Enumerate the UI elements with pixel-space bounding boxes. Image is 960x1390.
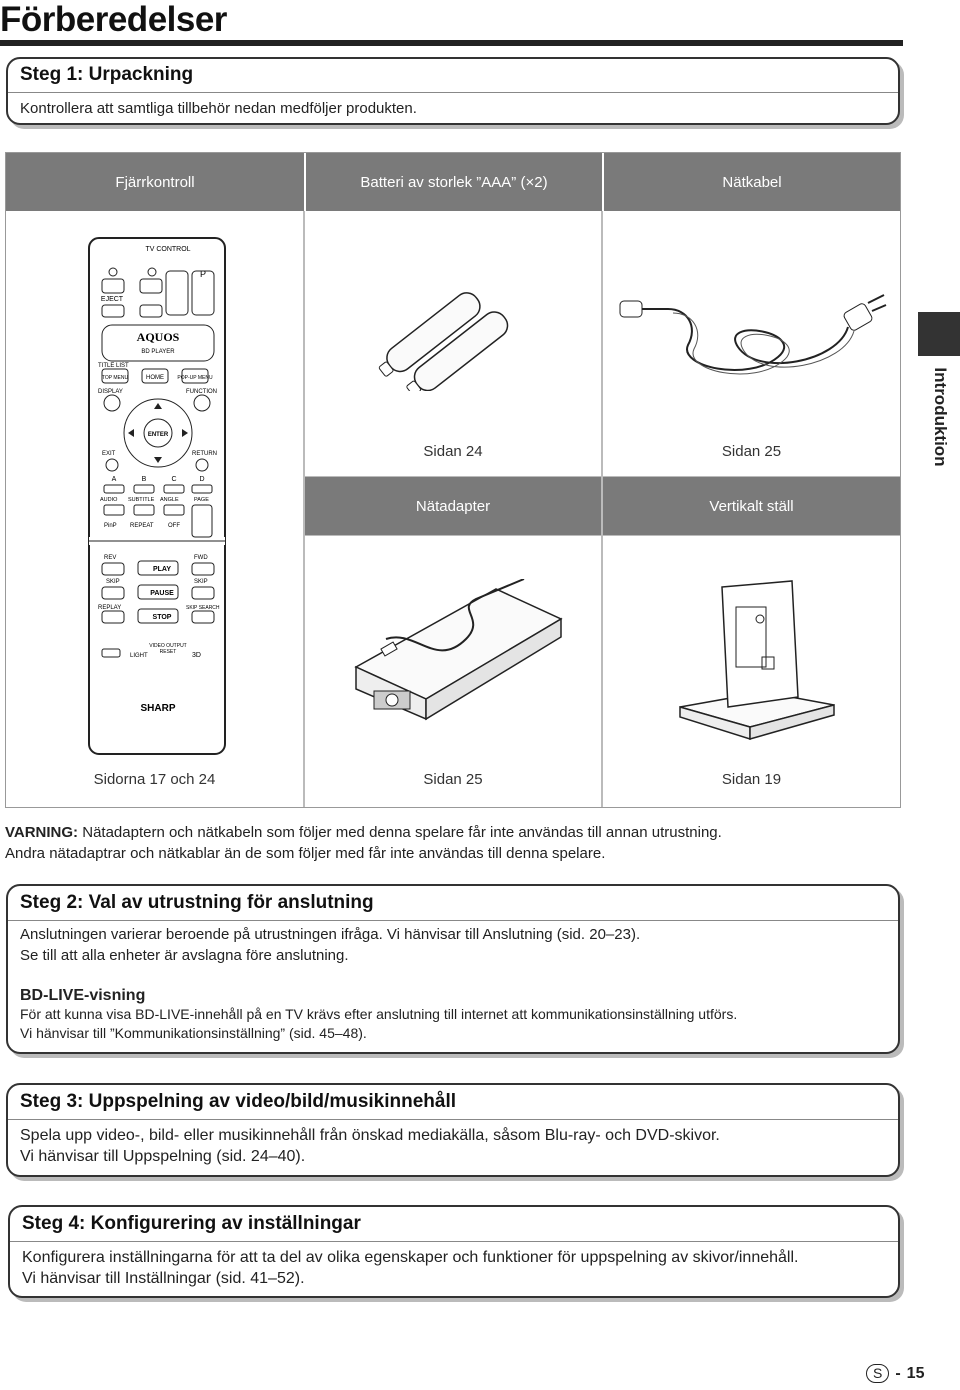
page-title: Förberedelser <box>0 0 227 39</box>
remote-exit: EXIT <box>102 451 116 457</box>
remote-b: B <box>142 476 147 483</box>
power-cord-illustration <box>619 294 887 375</box>
remote-skip-right: SKIP <box>194 579 208 585</box>
step3-divider <box>8 1119 898 1120</box>
warning-label: VARNING: <box>5 824 79 841</box>
remote-brand: AQUOS <box>137 330 180 344</box>
remote-c: C <box>171 476 176 483</box>
remote-maker: SHARP <box>140 703 175 714</box>
step4-box: Steg 4: Konfigurering av inställningar K… <box>8 1205 900 1298</box>
remote-light: LIGHT <box>130 653 148 659</box>
step1-text: Kontrollera att samtliga tillbehör nedan… <box>20 100 417 117</box>
divider-col1 <box>303 211 305 807</box>
caption-battery: Sidan 24 <box>423 443 483 460</box>
header-battery: Batteri av storlek ”AAA” (×2) <box>306 153 602 211</box>
title-rule <box>0 40 903 46</box>
remote-sub: BD PLAYER <box>141 349 175 355</box>
language-badge: S <box>866 1364 890 1383</box>
step2-line1: Anslutningen varierar beroende på utrust… <box>20 926 641 943</box>
remote-control-illustration: TV CONTROL P EJECT AQUOS BD PLAYER TITLE… <box>88 237 226 755</box>
step4-title: Steg 4: Konfigurering av inställningar <box>22 1213 361 1234</box>
remote-function: FUNCTION <box>186 389 217 395</box>
remote-skip-search: SKIP SEARCH <box>186 605 220 611</box>
remote-return: RETURN <box>192 451 217 457</box>
header-power-cord: Nätkabel <box>604 153 900 211</box>
warning-text: VARNING: Nätadaptern och nätkabeln som f… <box>5 822 885 864</box>
remote-display: DISPLAY <box>98 389 123 395</box>
step1-divider <box>8 92 898 93</box>
remote-off: OFF <box>168 523 180 529</box>
remote-replay: REPLAY <box>98 605 121 611</box>
caption-vertical-stand: Sidan 19 <box>721 771 782 788</box>
step2-divider <box>8 920 898 921</box>
page-number-value: 15 <box>906 1364 925 1382</box>
remote-skip-left: SKIP <box>106 579 120 585</box>
remote-pinp: PinP <box>104 523 117 529</box>
step2-subtitle: BD-LIVE-visning <box>20 987 146 1004</box>
warning-line2: Andra nätadaptrar och nätkablar än de so… <box>5 845 606 862</box>
remote-title-list: TITLE LIST <box>98 363 129 369</box>
remote-popup-menu: POP-UP MENU <box>177 375 213 381</box>
section-tab-marker <box>918 312 960 356</box>
page-number: S - 15 <box>866 1364 924 1383</box>
remote-fwd: FWD <box>194 555 208 561</box>
svg-text:P: P <box>200 269 206 279</box>
remote-a: A <box>112 476 117 483</box>
header-vertical-stand: Vertikalt ställ <box>603 477 900 535</box>
step4-line1: Konfigurera inställningarna för att ta d… <box>22 1249 799 1266</box>
vertical-stand-illustration <box>679 580 835 741</box>
section-tab-label: Introduktion <box>931 367 950 467</box>
remote-top-menu: TOP MENU <box>102 375 129 381</box>
remote-reset: RESET <box>160 649 177 655</box>
caption-ac-adapter: Sidan 25 <box>423 771 483 788</box>
step4-line2: Vi hänvisar till Inställningar (sid. 41–… <box>22 1270 305 1287</box>
page-separator: - <box>895 1364 901 1382</box>
battery-illustration <box>378 292 509 391</box>
step2-sub-line1: För att kunna visa BD-LIVE-innehåll på e… <box>20 1006 738 1022</box>
remote-stop: STOP <box>153 614 172 621</box>
remote-3d: 3D <box>192 652 201 659</box>
remote-enter: ENTER <box>148 432 169 438</box>
remote-tv-control: TV CONTROL <box>145 246 190 253</box>
step2-box: Steg 2: Val av utrustning för anslutning… <box>6 884 900 1054</box>
remote-rev: REV <box>104 555 116 561</box>
remote-play: PLAY <box>153 566 171 573</box>
remote-home: HOME <box>146 375 164 381</box>
step1-title: Steg 1: Urpackning <box>20 64 194 85</box>
step2-title: Steg 2: Val av utrustning för anslutning <box>20 892 374 913</box>
remote-pause: PAUSE <box>150 590 174 597</box>
step2-line2: Se till att alla enheter är avslagna för… <box>20 947 349 964</box>
step4-divider <box>10 1241 898 1242</box>
caption-remote: Sidorna 17 och 24 <box>93 771 216 788</box>
caption-power-cord: Sidan 25 <box>721 443 782 460</box>
divider-col2 <box>601 211 603 807</box>
step3-line1: Spela upp video-, bild- eller musikinneh… <box>20 1127 720 1144</box>
remote-eject: EJECT <box>101 296 124 303</box>
step3-line2: Vi hänvisar till Uppspelning (sid. 24–40… <box>20 1148 306 1165</box>
ac-adapter-illustration <box>354 579 563 721</box>
header-ac-adapter: Nätadapter <box>305 477 601 535</box>
remote-video-output: VIDEO OUTPUT <box>149 643 187 649</box>
step1-box: Steg 1: Urpackning Kontrollera att samtl… <box>6 57 900 125</box>
step3-title: Steg 3: Uppspelning av video/bild/musiki… <box>20 1091 457 1112</box>
accessories-table: Fjärrkontroll Batteri av storlek ”AAA” (… <box>5 152 901 808</box>
header-remote: Fjärrkontroll <box>6 153 304 211</box>
remote-d: D <box>199 476 204 483</box>
remote-subtitle: SUBTITLE <box>128 497 155 503</box>
remote-repeat: REPEAT <box>130 523 154 529</box>
remote-page: PAGE <box>194 497 209 503</box>
remote-audio: AUDIO <box>100 497 118 503</box>
step3-box: Steg 3: Uppspelning av video/bild/musiki… <box>6 1083 900 1177</box>
warning-line1: Nätadaptern och nätkabeln som följer med… <box>82 824 722 841</box>
step2-sub-line2: Vi hänvisar till ”Kommunikationsinställn… <box>20 1025 367 1041</box>
remote-angle: ANGLE <box>160 497 179 503</box>
